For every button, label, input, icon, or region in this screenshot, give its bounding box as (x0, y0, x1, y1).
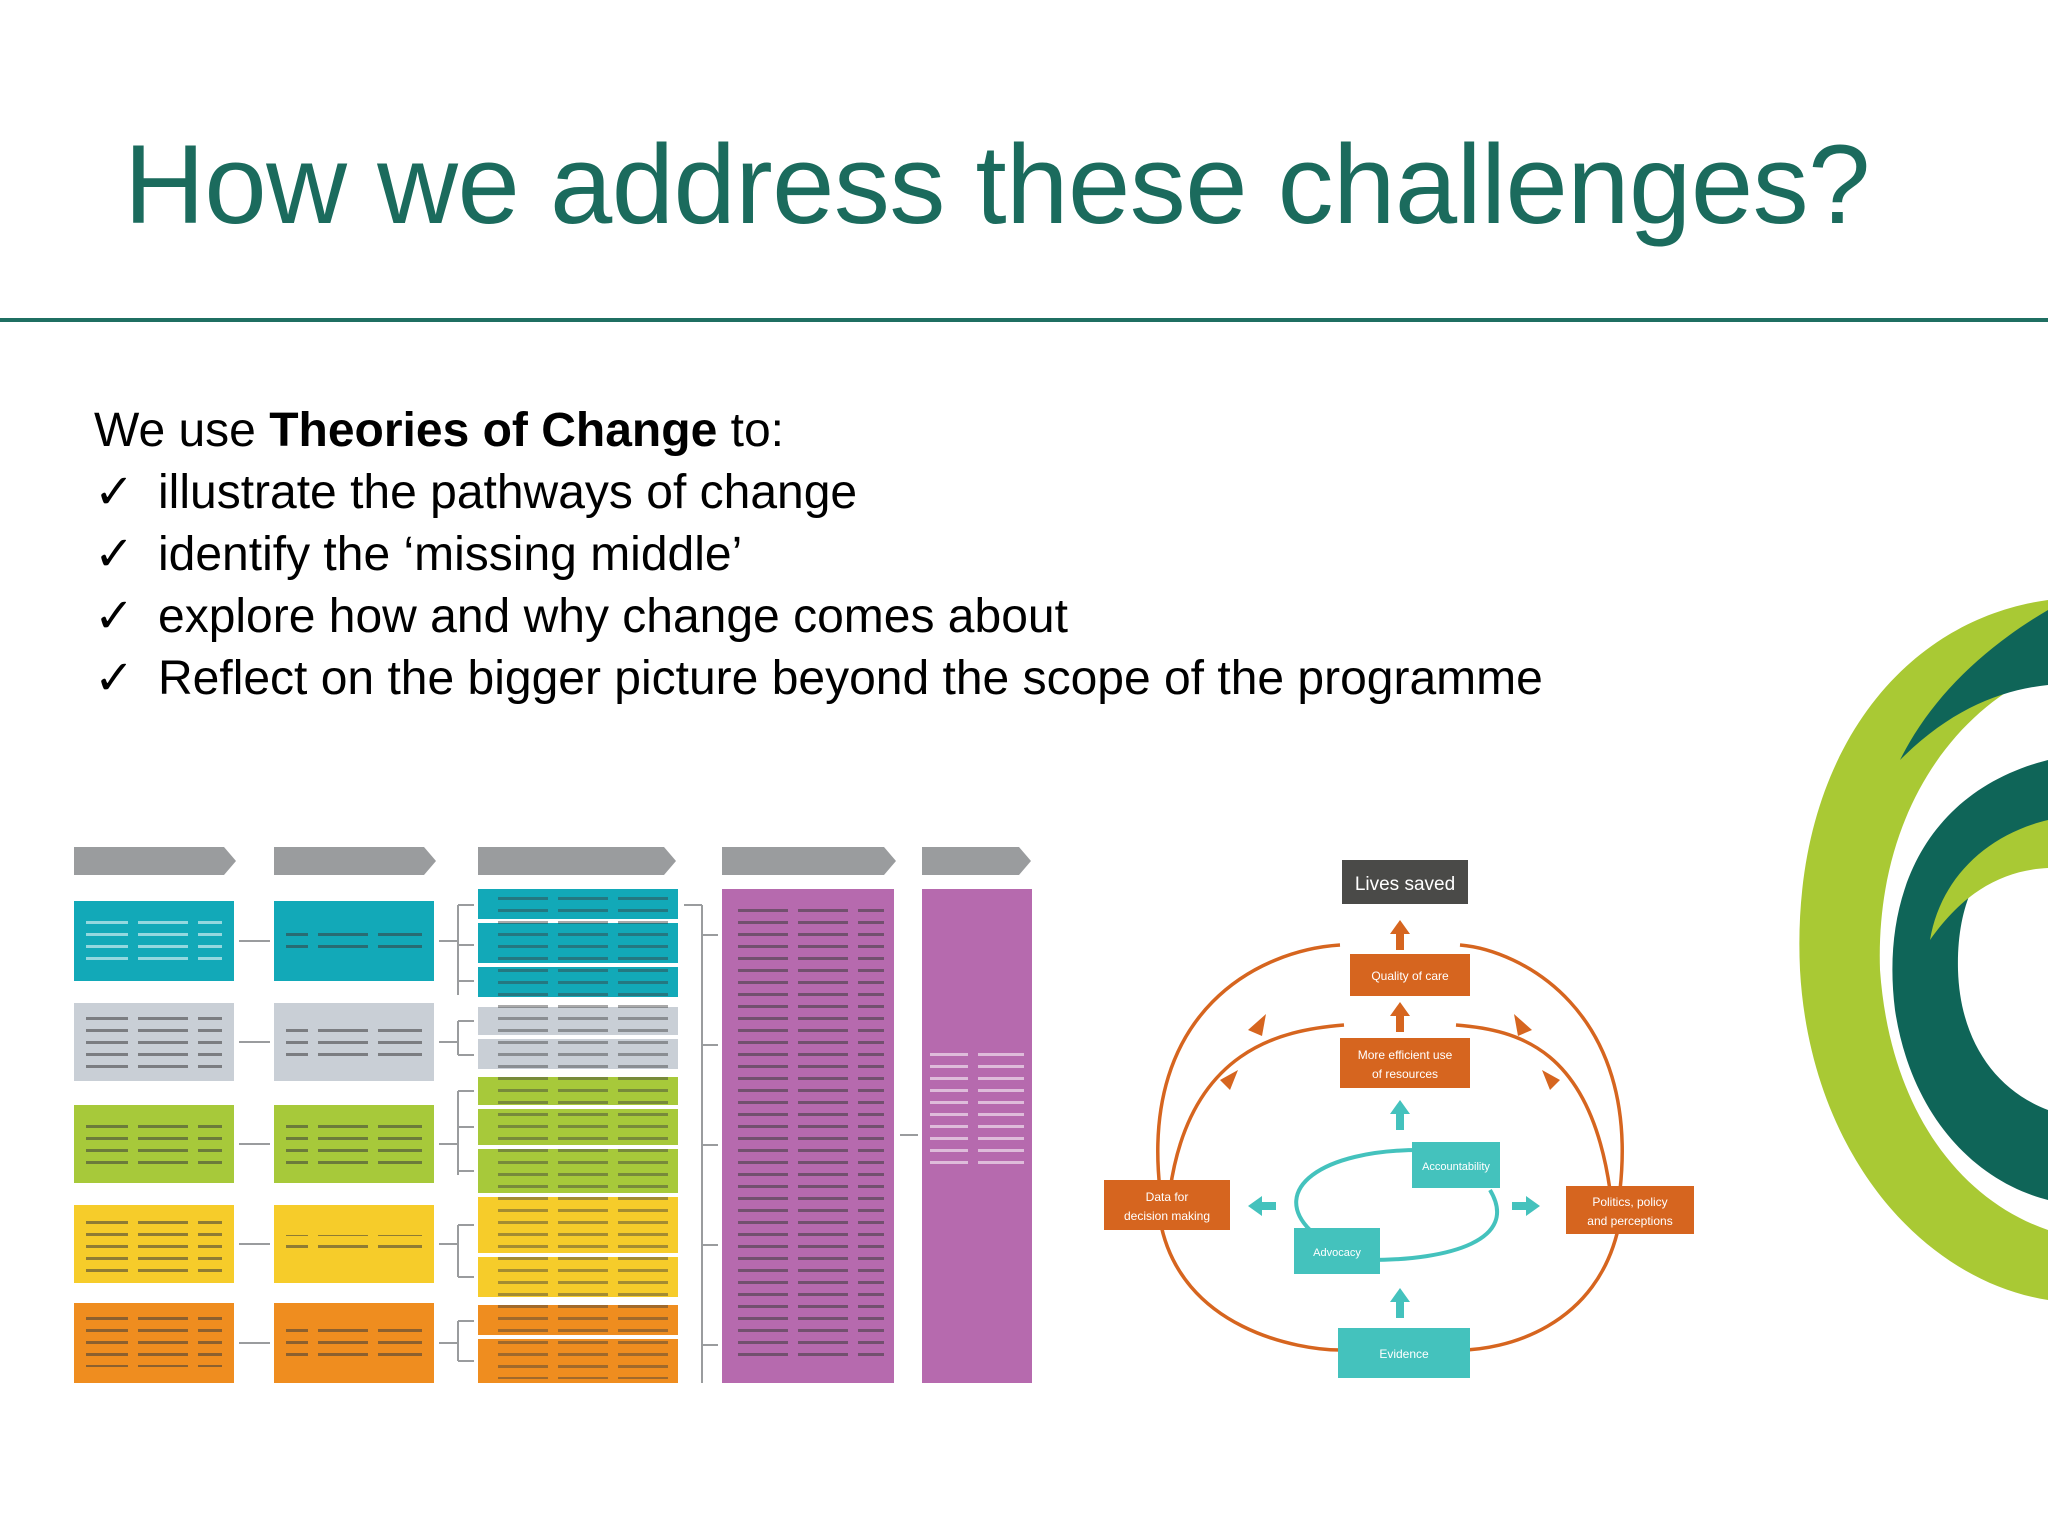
decorative-swirl-image (1799, 600, 2048, 1300)
inner-cycle-loop (1294, 1148, 1499, 1262)
swirl-teal-inner (1892, 760, 2048, 1200)
efficient-resources-box (1340, 1038, 1470, 1088)
checkmark-icon: ✓ (94, 652, 135, 705)
chevron-header-2 (274, 847, 436, 875)
efficient-resources-label-2: of resources (1372, 1067, 1438, 1081)
illegible-text-texture (86, 893, 1024, 1379)
checkmark-icon: ✓ (94, 466, 135, 519)
efficient-resources-label-1: More efficient use (1358, 1048, 1453, 1062)
lives-saved-box (1342, 860, 1468, 904)
body-text: We use Theories of Change to: ✓ illustrat… (94, 400, 1543, 710)
bullet-item: ✓ identify the ‘missing middle’ (94, 524, 1543, 586)
up-arrow-icon (1390, 920, 1410, 1032)
data-for-decision-label-2: decision making (1124, 1209, 1210, 1223)
advocacy-box (1294, 1228, 1380, 1274)
bullet-item: ✓ illustrate the pathways of change (94, 462, 1543, 524)
evidence-box (1338, 1328, 1470, 1378)
swirl-teal-top (1900, 610, 2048, 760)
quality-of-care-box (1350, 954, 1470, 996)
intro-suffix: to: (717, 404, 784, 457)
politics-policy-box (1566, 1186, 1694, 1234)
lives-saved-label: Lives saved (1355, 874, 1455, 895)
data-for-decision-label-1: Data for (1146, 1190, 1189, 1204)
up-arrow-icon (1390, 1100, 1410, 1318)
chevron-header-1 (74, 847, 236, 875)
intro-bold: Theories of Change (269, 404, 718, 457)
checkmark-icon: ✓ (94, 590, 135, 643)
chevron-header-5 (922, 847, 1031, 875)
intro-line: We use Theories of Change to: (94, 400, 1543, 462)
column-header-chevrons (74, 847, 1031, 875)
accountability-box (1412, 1142, 1500, 1188)
bullet-text: Reflect on the bigger picture beyond the… (158, 652, 1543, 705)
bullet-text: identify the ‘missing middle’ (158, 528, 743, 581)
slide-title: How we address these challenges? (124, 122, 1870, 247)
bullet-item: ✓ explore how and why change comes about (94, 586, 1543, 648)
bullet-text: illustrate the pathways of change (158, 466, 858, 519)
bullet-text: explore how and why change comes about (158, 590, 1068, 643)
outer-cycle-arcs (1156, 943, 1624, 1352)
bullet-list: ✓ illustrate the pathways of change ✓ iden… (94, 462, 1543, 710)
swirl-lime-outer (1799, 600, 2048, 1300)
data-for-decision-box (1104, 1180, 1230, 1230)
chevron-header-3 (478, 847, 676, 875)
politics-policy-label-2: and perceptions (1587, 1214, 1672, 1228)
advocacy-label: Advocacy (1313, 1247, 1361, 1259)
intro-prefix: We use (94, 404, 270, 457)
swirl-lime-inner (1930, 820, 2048, 940)
title-divider (0, 318, 2048, 322)
arrow-icon (1220, 1014, 1560, 1090)
theory-of-change-flow-diagram (74, 847, 1032, 1383)
side-arrow-icon (1248, 1196, 1540, 1216)
politics-policy-label-1: Politics, policy (1592, 1195, 1667, 1209)
bullet-item: ✓ Reflect on the bigger picture beyond th… (94, 648, 1543, 710)
checkmark-icon: ✓ (94, 528, 135, 581)
chevron-header-4 (722, 847, 896, 875)
evidence-label: Evidence (1379, 1347, 1429, 1361)
flow-connectors (239, 904, 918, 1383)
accountability-label: Accountability (1422, 1161, 1490, 1173)
accountability-cycle-diagram: Lives saved Quality of care More efficie… (1104, 860, 1694, 1378)
quality-of-care-label: Quality of care (1371, 969, 1449, 983)
